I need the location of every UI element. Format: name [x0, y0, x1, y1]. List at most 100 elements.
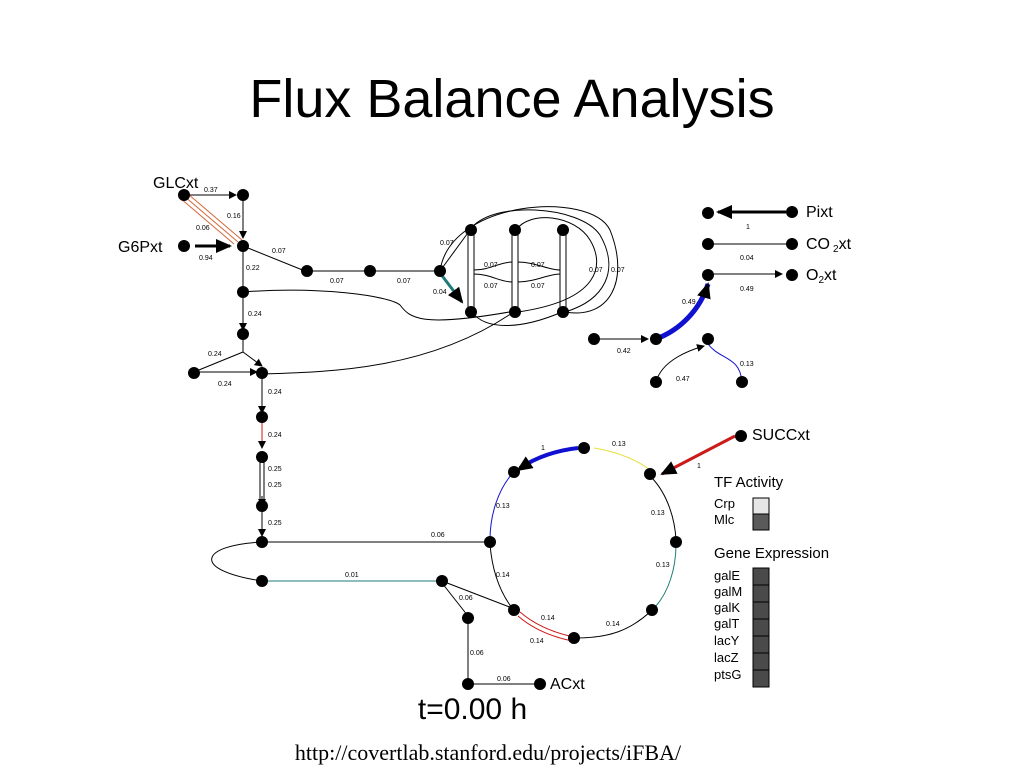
flux-label: 0.07	[484, 283, 498, 290]
flux-label: 0.22	[246, 265, 260, 272]
network-nodes	[178, 189, 798, 690]
flux-label: 0.07	[484, 262, 498, 269]
tca-blue-top	[518, 446, 579, 470]
node	[462, 612, 474, 624]
edge-ppp-loop-outer	[439, 206, 619, 314]
node	[702, 238, 714, 250]
flux-label: 0.94	[199, 255, 213, 262]
gene-cell-gale	[752, 567, 770, 586]
edge-ppp-loop-mid	[515, 217, 598, 313]
node-co2	[786, 238, 798, 250]
flux-label: 0.07	[589, 267, 603, 274]
label-succxt: SUCCxt	[752, 427, 810, 444]
tca-right-1	[651, 477, 677, 541]
time-label: t=0.00 h	[417, 693, 528, 726]
flux-label: 1	[746, 224, 750, 231]
flux-label: 0.06	[497, 676, 511, 683]
tf-cell-mlc	[752, 513, 770, 531]
edge-ppp-1	[242, 245, 306, 272]
label-acxt: ACxt	[550, 676, 585, 693]
tca-left-1	[489, 543, 513, 609]
flux-label: 0.14	[606, 621, 620, 628]
flux-label: 1	[697, 463, 701, 470]
gene-expression-title: Gene Expression	[714, 545, 829, 562]
node-glc	[178, 189, 190, 201]
node	[462, 678, 474, 690]
tf-activity-panel: TF Activity Crp Mlc	[714, 474, 784, 531]
flux-label: 0.07	[531, 283, 545, 290]
flux-label: 0.07	[272, 248, 286, 255]
node	[188, 367, 200, 379]
edge-ppp-loop-inner	[469, 209, 610, 313]
gene-label: lacY	[714, 633, 740, 648]
node	[484, 536, 496, 548]
flux-label: 0.06	[196, 225, 210, 232]
flux-label: 0.25	[268, 482, 282, 489]
source-url[interactable]: http://covertlab.stanford.edu/projects/i…	[294, 740, 682, 765]
flux-label: 0.07	[397, 278, 411, 285]
tca-right-2	[655, 543, 677, 607]
node	[650, 376, 662, 388]
node	[509, 306, 521, 318]
flux-label: 0.01	[345, 572, 359, 579]
node	[256, 411, 268, 423]
gene-label: galE	[714, 568, 740, 583]
label-glcxt: GLCxt	[153, 175, 199, 192]
flux-label: 0.13	[612, 441, 626, 448]
flux-label: 0.13	[651, 510, 665, 517]
node	[465, 224, 477, 236]
node	[256, 500, 268, 512]
gene-label: ptsG	[714, 667, 741, 682]
node	[465, 306, 477, 318]
tca-entry-arrow	[516, 456, 534, 472]
node	[670, 536, 682, 548]
gene-cell-galk	[752, 601, 770, 620]
flux-label: 0.24	[268, 389, 282, 396]
node-succ	[735, 430, 747, 442]
node	[237, 286, 249, 298]
edge-047	[655, 344, 705, 383]
flux-label: 0.24	[208, 351, 222, 358]
node	[256, 367, 268, 379]
flux-label: 0.37	[204, 187, 218, 194]
gene-cell-galm	[752, 584, 770, 603]
flux-label: 0.13	[496, 503, 510, 510]
flux-label: 0.07	[531, 262, 545, 269]
node	[650, 333, 662, 345]
flux-label: 0.24	[248, 311, 262, 318]
tca-yellow	[593, 447, 651, 471]
node	[237, 240, 249, 252]
node	[436, 575, 448, 587]
edge-curve-left	[211, 541, 263, 582]
gene-expression-panel: Gene Expression galE galM galK galT lacY…	[714, 545, 829, 688]
node	[301, 265, 313, 277]
flux-label: 0.07	[440, 240, 454, 247]
node-o2	[786, 269, 798, 281]
edge-curve-glyc-ppp	[261, 310, 516, 375]
edge-to-ac-1	[441, 580, 513, 609]
flux-label: 0.24	[218, 381, 232, 388]
node	[702, 269, 714, 281]
node	[237, 189, 249, 201]
gene-cell-lacy	[752, 635, 770, 654]
node	[702, 207, 714, 219]
node	[736, 376, 748, 388]
gene-label: galM	[714, 584, 742, 599]
node-ac	[534, 678, 546, 690]
flux-label: 0.42	[617, 348, 631, 355]
gene-label: galT	[714, 616, 739, 631]
node	[237, 328, 249, 340]
node-pi	[786, 206, 798, 218]
flux-label: 0.06	[470, 650, 484, 657]
tf-activity-title: TF Activity	[714, 474, 784, 491]
node	[578, 442, 590, 454]
flux-value-labels: 0.37 0.16 0.06 0.94 0.07 0.22 0.07 0.07 …	[196, 187, 754, 683]
tf-label-crp: Crp	[714, 496, 735, 511]
flux-label: 0.14	[541, 615, 555, 622]
edge-curve-g6p-ppp	[242, 289, 516, 321]
flux-label: 0.49	[740, 286, 754, 293]
flux-label: 0.47	[676, 376, 690, 383]
flux-label: 0.07	[330, 278, 344, 285]
node-g6p	[178, 240, 190, 252]
